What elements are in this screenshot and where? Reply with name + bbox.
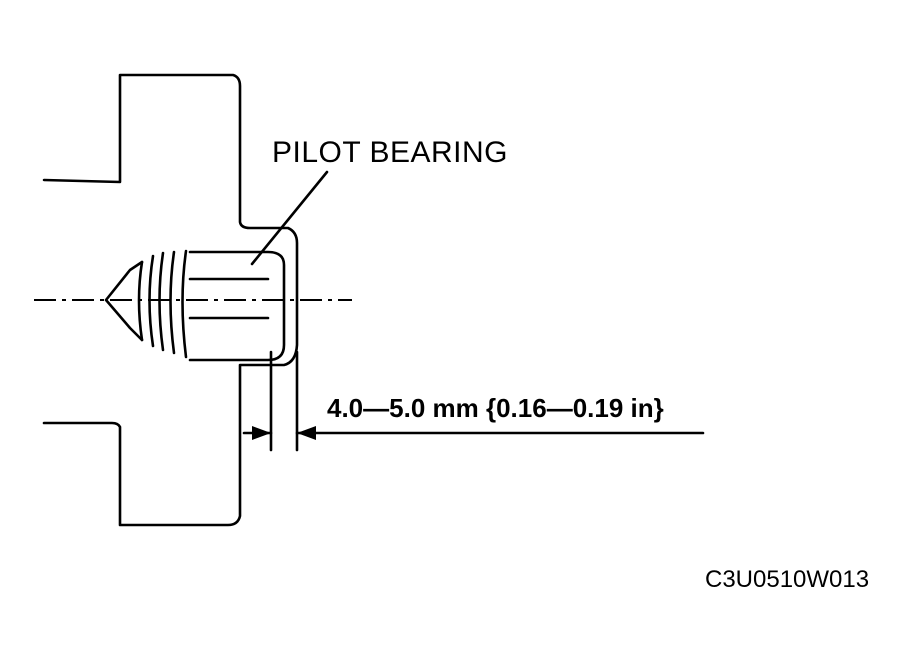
- cone-tip: [104, 260, 144, 342]
- dimension-arrow-left: [252, 426, 271, 440]
- dimension-label: 4.0—5.0 mm {0.16—0.19 in}: [327, 393, 664, 423]
- figure-code: C3U0510W013: [705, 566, 870, 593]
- bearing-inner-lines: [188, 277, 270, 320]
- leader-line: [250, 170, 329, 266]
- pilot-bearing-label: PILOT BEARING: [272, 136, 509, 169]
- pilot-bearing-body: [188, 250, 286, 362]
- dimension-arrow-right: [297, 426, 316, 440]
- dimension-extension-lines: [269, 350, 299, 452]
- bearing-rings: [137, 249, 188, 359]
- crankshaft-outline: [42, 73, 299, 527]
